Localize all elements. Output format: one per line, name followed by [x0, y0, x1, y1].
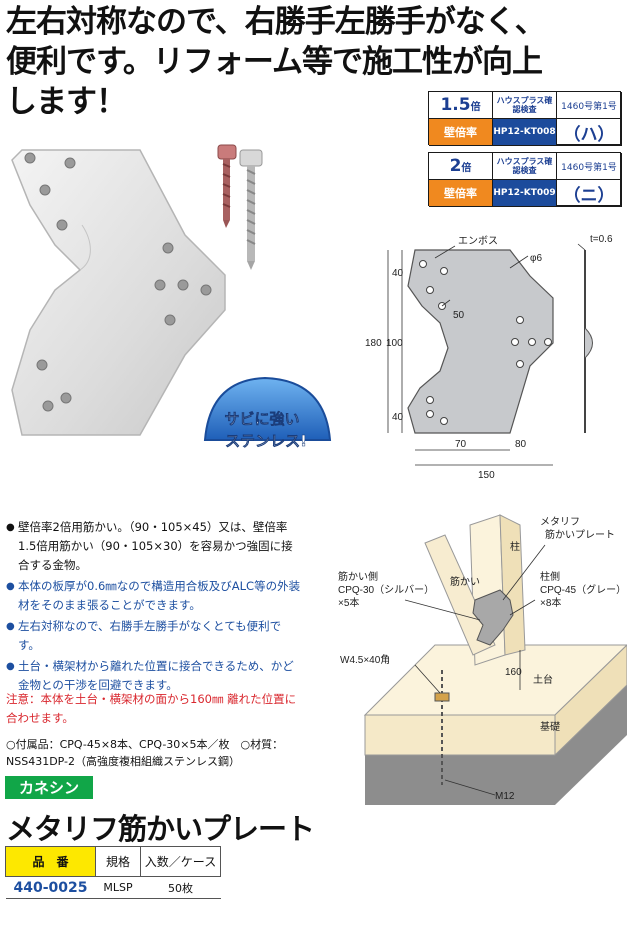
- badge-line-2: ステンレス!: [225, 432, 307, 450]
- headline-line-1: 左右対称なので、右勝手左勝手がなく、: [6, 4, 546, 40]
- wall-ratio-label: 壁倍率: [429, 119, 493, 146]
- headline: 左右対称なので、右勝手左勝手がなく、 便利です。リフォーム等で施工性が向上 しま…: [6, 2, 621, 122]
- label-pillar-side-1: 柱側: [540, 570, 560, 583]
- label-pillar-side-2: CPQ-45（グレー）: [540, 583, 626, 596]
- cell-quantity: 50枚: [140, 876, 221, 899]
- label-sill: 土台: [533, 673, 553, 686]
- dim-150: 150: [478, 470, 495, 480]
- dim-100: 100: [386, 338, 403, 349]
- feature-list: ●壁倍率2倍用筋かい。（90・105×45）又は、壁倍率1.5倍用筋かい（90・…: [6, 518, 302, 697]
- table-row: 440-0025 MLSP 50枚: [5, 876, 221, 899]
- headline-line-2: 便利です。リフォーム等で施工性が向上: [6, 44, 543, 80]
- label-pillar: 柱: [510, 540, 520, 553]
- certification-code: HP12-KT009: [493, 180, 557, 207]
- label-anchor-bolt: M12: [495, 791, 515, 802]
- certification-kana: （ニ）: [557, 180, 622, 207]
- dimension-drawing: エンボス φ6 t=0.6 40 50 180 100 40 70 80 150: [365, 234, 613, 480]
- dim-40-bottom: 40: [392, 412, 404, 423]
- accessories-material: ○付属品：CPQ-45×8本、CPQ-30×5本／枚 ○材質：NSS431DP-…: [6, 738, 284, 768]
- column-header: 規格: [95, 846, 141, 877]
- dim-70: 70: [455, 439, 467, 450]
- label-thickness: t=0.6: [590, 234, 613, 245]
- dim-180: 180: [365, 338, 382, 349]
- label-washer: W4.5×40角: [340, 654, 390, 666]
- label-brace: 筋かい: [450, 575, 480, 588]
- certification-number: 1460号第1号: [557, 153, 622, 180]
- cell-part-number: 440-0025: [5, 876, 96, 899]
- plate-outline: [407, 249, 554, 434]
- installation-diagram: メタリフ 筋かいプレート 柱 筋かい 筋かい側 CPQ-30（シルバー） ×5本…: [338, 514, 627, 805]
- screw-silver-icon: [239, 149, 263, 270]
- caution-note: 注意：本体を土台・横架材の面から160㎜ 離れた位置に合わせます。: [6, 692, 297, 725]
- cell-spec: MLSP: [95, 876, 141, 899]
- label-foundation: 基礎: [540, 720, 560, 733]
- list-item: ●土台・横架材から離れた位置に接合できるため、かど金物との干渉を回避できます。: [6, 659, 294, 692]
- list-item: ●本体の板厚が0.6㎜なので構造用合板及びALC等の外装材をそのまま張ることがで…: [6, 579, 301, 612]
- label-pillar-side-3: ×8本: [540, 596, 561, 609]
- column-header: 入数／ケース: [140, 846, 221, 877]
- certification-number: 1460号第1号: [557, 92, 622, 119]
- product-table: 品 番 規格 入数／ケース 440-0025 MLSP 50枚: [5, 846, 221, 899]
- inspection-agency: ハウスプラス確認検査: [493, 153, 557, 180]
- label-hole-diameter: φ6: [530, 253, 542, 264]
- certification-kana: （ハ）: [557, 119, 622, 146]
- list-item: ●左右対称なので、右勝手左勝手がなくとても便利です。: [6, 619, 282, 652]
- dim-80: 80: [515, 439, 527, 450]
- dim-40-top: 40: [392, 268, 404, 279]
- label-emboss: エンボス: [458, 235, 498, 247]
- column-header: 品 番: [5, 846, 96, 877]
- wall-ratio-label: 壁倍率: [429, 180, 493, 207]
- inspection-agency: ハウスプラス確認検査: [493, 92, 557, 119]
- dim-50: 50: [453, 310, 465, 321]
- label-brace-side-1: 筋かい側: [338, 570, 378, 583]
- stainless-badge: サビに強い ステンレス!: [203, 376, 332, 450]
- product-photo: サビに強い ステンレス!: [11, 144, 332, 450]
- badge-line-1: サビに強い: [224, 410, 299, 428]
- screw-grey-icon: [217, 144, 237, 228]
- label-brace-side-2: CPQ-30（シルバー）: [338, 584, 434, 596]
- headline-line-3: します！: [6, 84, 127, 120]
- label-brace-side-3: ×5本: [338, 596, 359, 609]
- label-plate-name-2: 筋かいプレート: [545, 528, 615, 541]
- brace-plate-icon: [472, 589, 514, 646]
- brand-logo: カネシン: [5, 776, 93, 799]
- list-item: ●壁倍率2倍用筋かい。（90・105×45）又は、壁倍率1.5倍用筋かい（90・…: [6, 520, 293, 572]
- product-title: メタリフ筋かいプレート: [6, 812, 315, 846]
- label-plate-name-1: メタリフ: [540, 516, 580, 528]
- dim-160: 160: [505, 667, 522, 678]
- certification-code: HP12-KT008: [493, 119, 557, 146]
